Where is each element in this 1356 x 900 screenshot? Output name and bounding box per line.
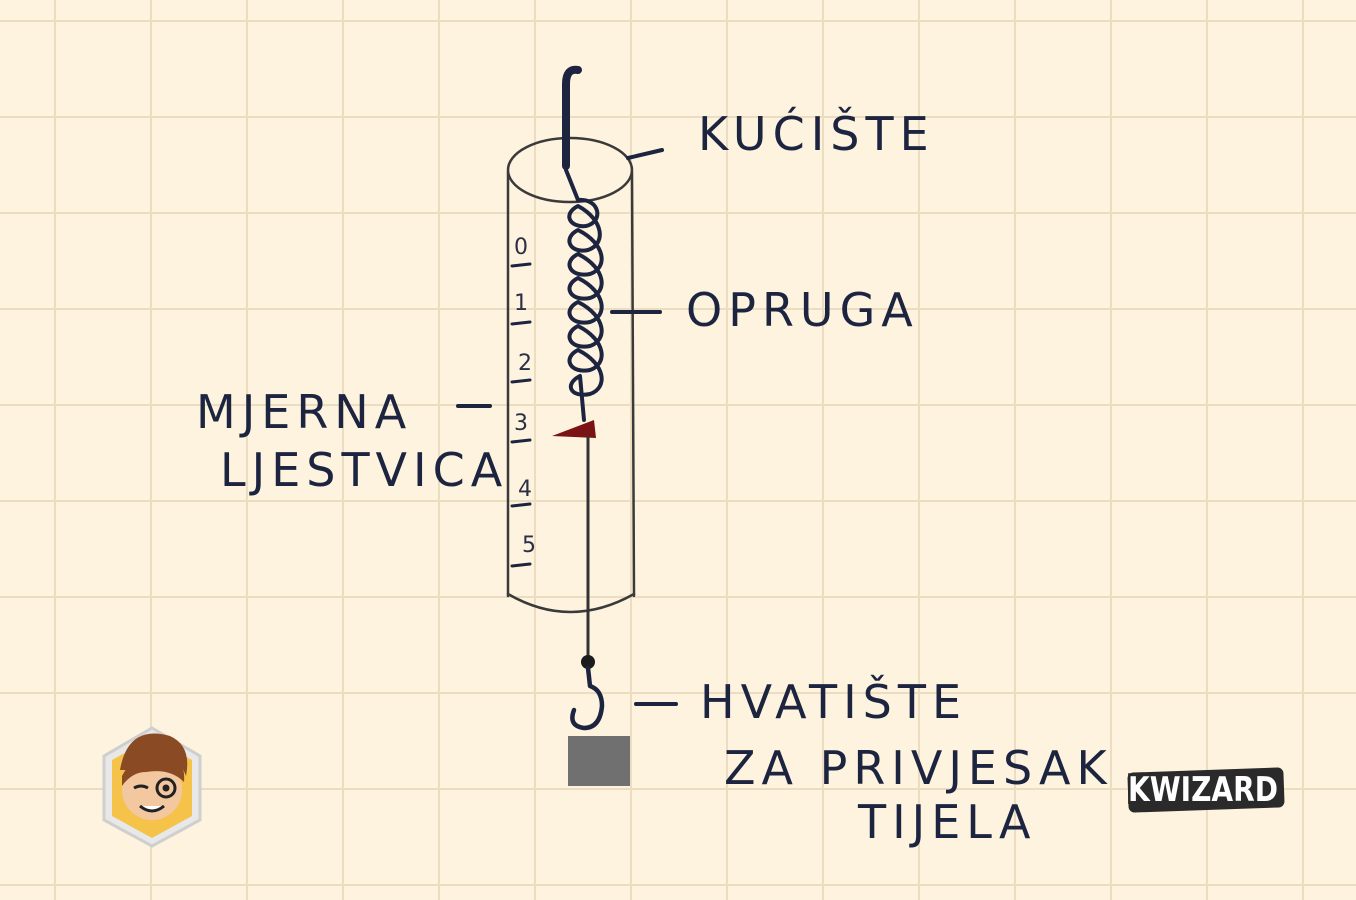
housing-bottom-curve: [506, 592, 636, 614]
scale-ticks: [510, 262, 532, 568]
scale-number-5: 5: [522, 533, 536, 558]
scale-number-1: 1: [514, 291, 528, 316]
hanging-weight: [568, 736, 630, 786]
housing-right-wall: [630, 170, 636, 598]
kwizard-logo: KWIZARD: [1125, 767, 1285, 813]
scale-tick: [510, 378, 532, 384]
scale-pointer: [552, 420, 596, 438]
leader-lines: [456, 148, 678, 706]
scale-number-4: 4: [518, 477, 532, 502]
hook-label-line1: HVATIŠTE: [700, 674, 967, 729]
spring: [564, 168, 604, 422]
scale-tick: [510, 438, 532, 444]
scale-label-line2: LJESTVICA: [220, 443, 508, 497]
scale-tick: [510, 562, 532, 568]
suspension-handle: [562, 65, 582, 170]
scale-tick: [510, 320, 532, 326]
scale-number-2: 2: [518, 351, 532, 376]
scale-numbers: 0 1 2 3 4 5: [514, 235, 536, 558]
spring-label: OPRUGA: [686, 283, 919, 337]
hook-label-line3: TIJELA: [857, 795, 1036, 849]
kwizard-logo-text: KWIZARD: [1128, 770, 1278, 810]
hook-label-line2: ZA PRIVJESAK: [724, 741, 1113, 795]
rod-joint: [581, 655, 595, 669]
scale-tick: [510, 262, 532, 268]
scale-label-line1: MJERNA: [196, 385, 412, 439]
housing-label: KUĆIŠTE: [698, 106, 935, 161]
kwizard-mascot-icon: [102, 726, 202, 848]
hook: [570, 665, 605, 731]
scale-number-0: 0: [514, 235, 528, 260]
scale-tick: [510, 502, 532, 508]
spring-coil: [564, 168, 604, 422]
scale-number-3: 3: [514, 411, 528, 436]
housing-leader: [626, 148, 664, 160]
